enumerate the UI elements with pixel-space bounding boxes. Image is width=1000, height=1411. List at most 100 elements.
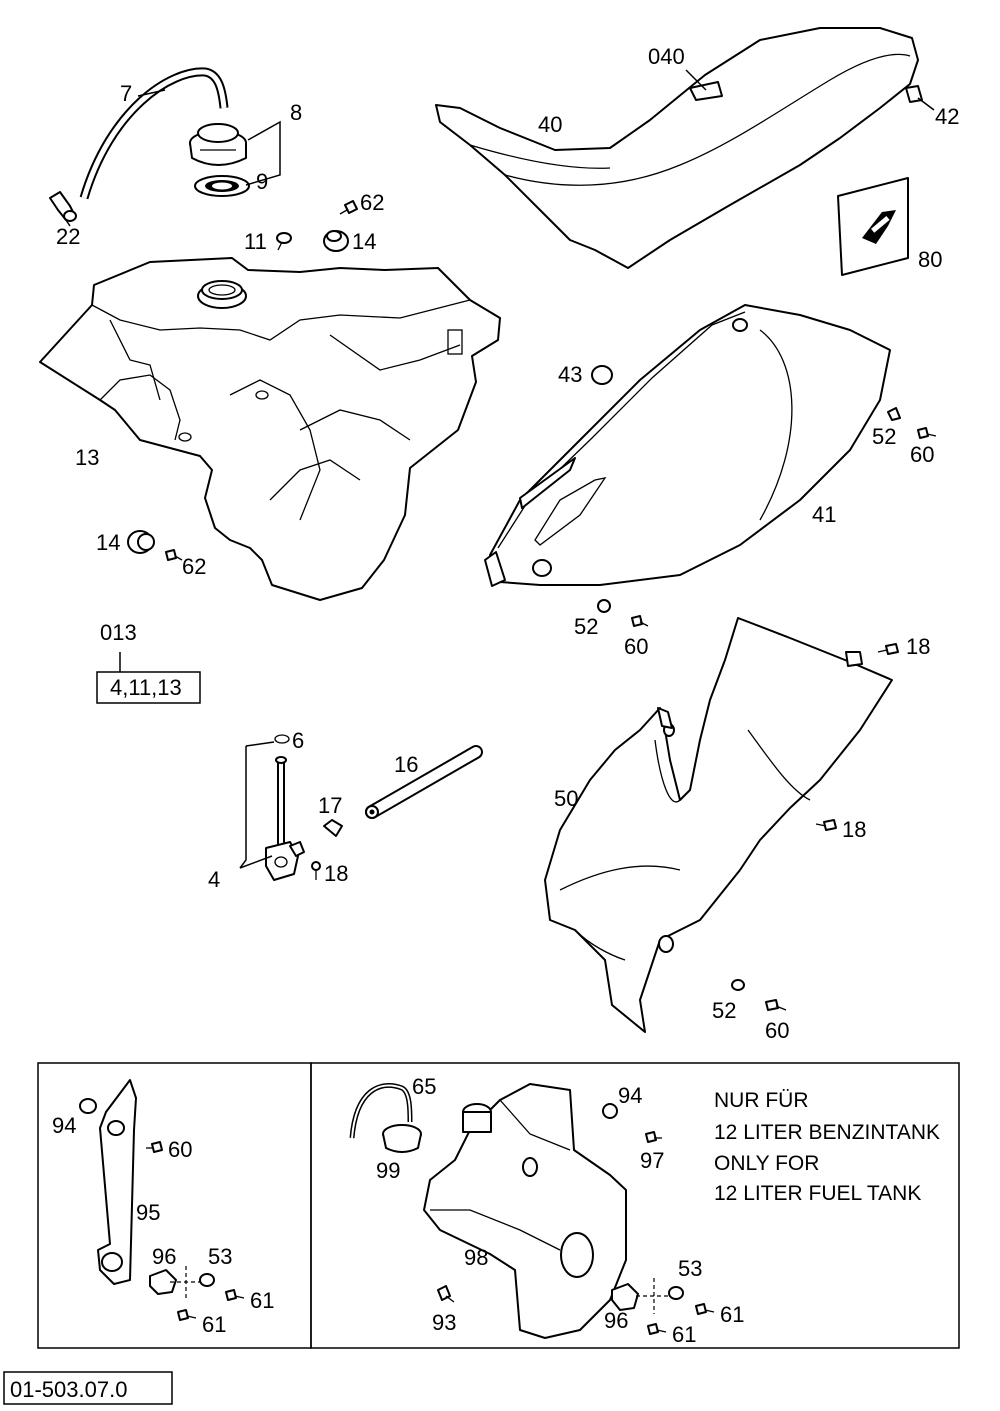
label-61-left-a: 61: [250, 1288, 274, 1313]
label-97: 97: [640, 1148, 664, 1173]
note-line-2: 12 LITER BENZINTANK: [714, 1121, 940, 1144]
label-7: 7: [120, 81, 132, 106]
plug-part-43: [591, 365, 613, 385]
clip-nut-part-96-left: [149, 1269, 177, 1295]
note-line-4: 12 LITER FUEL TANK: [714, 1182, 921, 1205]
hose-part-7: [79, 67, 229, 200]
auxiliary-tank-part-98: [423, 1083, 627, 1339]
leader-lines: [65, 69, 935, 869]
o-ring-part-6: [274, 734, 290, 744]
label-42: 42: [935, 104, 959, 129]
screw-part-18-upper: [877, 643, 899, 655]
bushing-part-94-right: [602, 1103, 618, 1119]
drawing-number-box: [3, 1371, 173, 1405]
bushing-part-14: [127, 530, 155, 554]
label-013-kit-contents: 4,11,13: [110, 675, 182, 700]
label-96-left: 96: [152, 1244, 176, 1269]
drawing-number: 01-503.07.0: [10, 1377, 127, 1402]
label-22: 22: [56, 224, 80, 249]
fuel-tap-part-4: [265, 756, 305, 881]
label-60-mid: 60: [624, 634, 648, 659]
cap-part-99: [382, 1124, 422, 1153]
screw-part-61-left-b: [177, 1309, 197, 1321]
screw-part-60-box: [146, 1141, 163, 1153]
side-panel-part-50: [544, 617, 893, 1033]
washer-part-53-right: [668, 1286, 684, 1300]
label-52-lower: 52: [712, 998, 736, 1023]
label-94-right: 94: [618, 1083, 642, 1108]
label-52-right: 52: [872, 424, 896, 449]
screw-part-18-tap: [311, 861, 321, 880]
label-62: 62: [182, 554, 206, 579]
label-14-top: 14: [352, 229, 376, 254]
label-65: 65: [412, 1074, 436, 1099]
washer-part-53-left: [199, 1273, 215, 1287]
screw-part-60-lower: [765, 999, 787, 1011]
screw-part-60-right: [917, 427, 937, 439]
fitting-part-22: [49, 191, 77, 222]
note-line-1: NUR FÜR: [714, 1089, 809, 1112]
label-62-top: 62: [360, 190, 384, 215]
label-52-mid: 52: [574, 614, 598, 639]
side-cover-part-41: [484, 304, 891, 587]
breather-hose-part-65: [349, 1083, 413, 1139]
bracket-part-95: [97, 1079, 137, 1285]
label-11: 11: [244, 229, 267, 254]
cap-seal-part-9: [194, 175, 250, 197]
label-93: 93: [432, 1310, 456, 1335]
label-18-tap: 18: [324, 861, 348, 886]
screw-part-60-mid: [631, 615, 649, 627]
label-98: 98: [464, 1245, 488, 1270]
label-14: 14: [96, 530, 120, 555]
label-95: 95: [136, 1200, 160, 1225]
label-43: 43: [558, 362, 582, 387]
label-18-upper: 18: [906, 634, 930, 659]
label-6: 6: [292, 728, 304, 753]
label-13: 13: [75, 445, 99, 470]
option-box-right: [310, 1062, 960, 1349]
part-labels: 7 8 9 22 62 11 14 040 40 42 80 13 43 52 …: [52, 44, 959, 1347]
label-60-right: 60: [910, 442, 934, 467]
label-99: 99: [376, 1158, 400, 1183]
fuel-line-part-16: [365, 745, 483, 819]
label-013: 013: [100, 620, 137, 645]
label-16: 16: [394, 752, 418, 777]
label-040: 040: [648, 44, 685, 69]
label-61-right-a: 61: [720, 1302, 744, 1327]
screw-part-62-top: [339, 200, 358, 215]
label-4: 4: [208, 867, 220, 892]
screw-part-62: [165, 549, 183, 561]
label-40: 40: [538, 112, 562, 137]
washer-part-52-right: [887, 407, 901, 421]
washer-part-52-mid: [597, 599, 611, 613]
label-61-left-b: 61: [202, 1312, 226, 1337]
washer-part-52-lower: [731, 979, 745, 991]
label-94-left: 94: [52, 1113, 76, 1138]
fuel-cap-part-8: [189, 123, 247, 166]
screw-part-11: [276, 232, 292, 251]
clamp-part-17: [323, 819, 343, 837]
label-50: 50: [554, 786, 578, 811]
bushing-part-94-left: [79, 1098, 97, 1114]
label-53-right: 53: [678, 1256, 702, 1281]
screw-part-97: [645, 1131, 662, 1143]
screw-part-93: [437, 1285, 455, 1303]
seat-part-40: [435, 27, 923, 269]
label-17: 17: [318, 793, 342, 818]
screw-part-61-right-a: [695, 1303, 715, 1315]
label-96-right: 96: [604, 1308, 628, 1333]
label-61-right-b: 61: [672, 1322, 696, 1347]
label-53-left: 53: [208, 1244, 232, 1269]
label-60-box: 60: [168, 1137, 192, 1162]
kit-box-013: [96, 671, 201, 704]
screw-part-18-lower: [815, 819, 837, 831]
label-41: 41: [812, 502, 836, 527]
label-8: 8: [290, 100, 302, 125]
ktm-decal-part-80: [837, 177, 909, 276]
fuel-tank-part-13: [39, 257, 501, 601]
label-80: 80: [918, 247, 942, 272]
screw-part-61-left-a: [225, 1289, 245, 1301]
label-9: 9: [256, 169, 268, 194]
label-18-lower: 18: [842, 817, 866, 842]
